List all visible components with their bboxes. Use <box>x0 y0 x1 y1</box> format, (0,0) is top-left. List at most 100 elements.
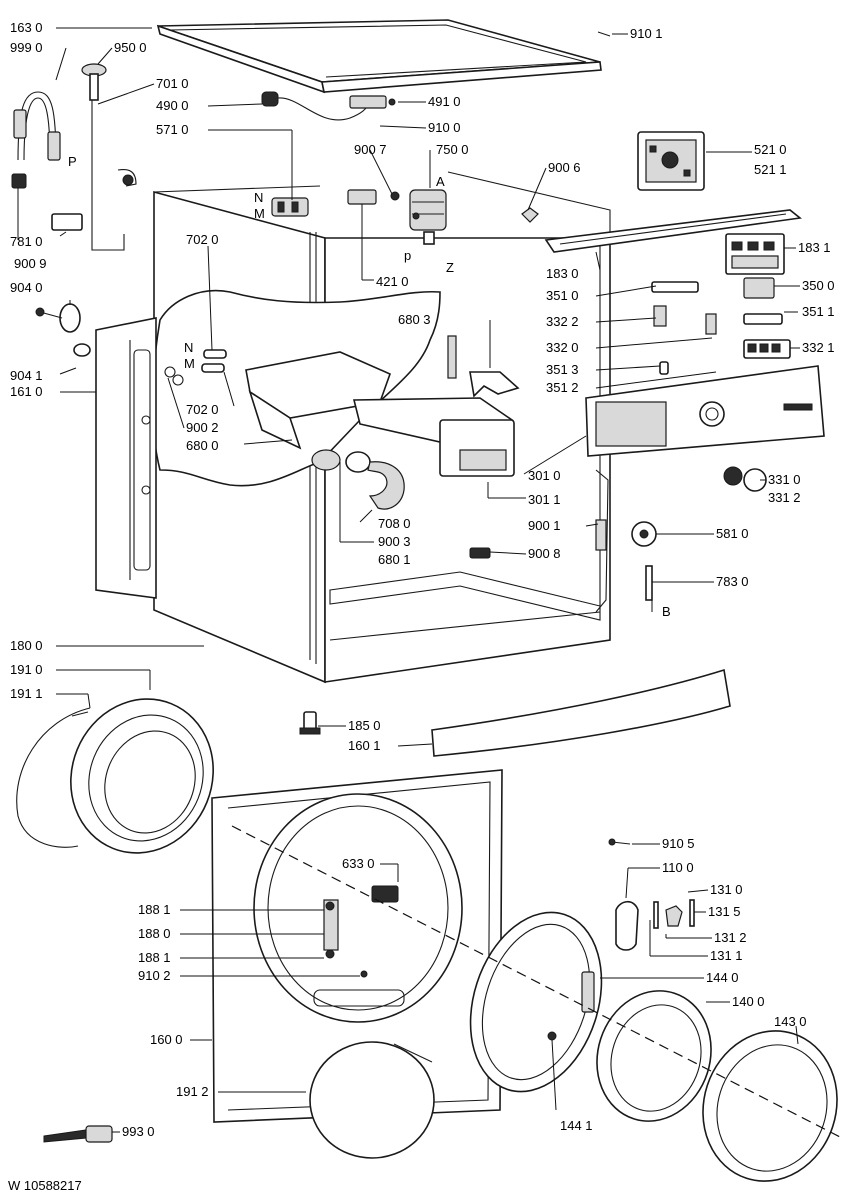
callout-633-0: 633 0 <box>342 856 375 871</box>
part-foot-185 <box>299 711 321 735</box>
part-front-panel <box>211 769 503 1123</box>
callout-160-1: 160 1 <box>348 738 381 753</box>
part-sensor-421 <box>347 189 400 205</box>
callout-332-1: 332 1 <box>802 340 835 355</box>
callout-680-1: 680 1 <box>378 552 411 567</box>
callout-332-0: 332 0 <box>546 340 579 355</box>
part-bottom-cover-191-2 <box>309 1041 435 1159</box>
part-valve-702 <box>201 349 227 373</box>
callout-301-1: 301 1 <box>528 492 561 507</box>
callout-521-0: 521 0 <box>754 142 787 157</box>
callout-904-1: 904 1 <box>10 368 43 383</box>
part-cap-904-1 <box>73 343 91 357</box>
callout-750-0: 750 0 <box>436 142 469 157</box>
callout-783-0: 783 0 <box>716 574 749 589</box>
part-door-gasket-191 <box>16 698 214 854</box>
part-clip-900-6 <box>521 207 539 223</box>
callout-191-2: 191 2 <box>176 1084 209 1099</box>
part-screw-910-5 <box>608 838 631 846</box>
part-plinth-160-1 <box>431 668 731 757</box>
callout-900-2: 900 2 <box>186 420 219 435</box>
assembly-axis <box>231 825 843 1139</box>
callout-351-3: 351 3 <box>546 362 579 377</box>
part-tool-993 <box>43 1125 113 1143</box>
callout-491-0: 491 0 <box>428 94 461 109</box>
part-clamp-900-9 <box>51 213 83 231</box>
callout-185-0: 185 0 <box>348 718 381 733</box>
part-module-521 <box>637 131 705 191</box>
callout-131-5: 131 5 <box>708 904 741 919</box>
part-filter-571 <box>271 197 309 217</box>
part-strip-351-1 <box>743 313 783 325</box>
part-tube-783 <box>645 565 653 601</box>
callout-680-0: 680 0 <box>186 438 219 453</box>
part-buttons-332-1 <box>743 339 791 359</box>
callout-910-5: 910 5 <box>662 836 695 851</box>
letter-p-upper: P <box>68 154 77 169</box>
part-top-lid <box>156 19 602 94</box>
callout-521-1: 521 1 <box>754 162 787 177</box>
part-siphon-680-3 <box>447 335 520 398</box>
callout-702-0-b: 702 0 <box>186 402 219 417</box>
part-door-frame-144 <box>469 911 603 1093</box>
part-control-panel-301-0 <box>585 365 825 457</box>
part-pump-750 <box>409 189 447 245</box>
callout-999-0: 999 0 <box>10 40 43 55</box>
callout-332-2: 332 2 <box>546 314 579 329</box>
letter-z: Z <box>446 260 454 275</box>
callout-910-0: 910 0 <box>428 120 461 135</box>
part-bracket-332 <box>653 305 717 335</box>
callout-188-0: 188 0 <box>138 926 171 941</box>
callout-180-0: 180 0 <box>10 638 43 653</box>
part-pressure-581 <box>631 521 657 547</box>
part-handle-110 <box>615 900 639 951</box>
callout-191-1: 191 1 <box>10 686 43 701</box>
letter-markers: P N M A p Z N M B <box>68 154 671 619</box>
callout-183-1: 183 1 <box>798 240 831 255</box>
leader-lines <box>17 27 800 1133</box>
letter-a: A <box>436 174 445 189</box>
callout-160-0: 160 0 <box>150 1032 183 1047</box>
part-hinge-131 <box>653 899 695 929</box>
part-screw-910-1 <box>597 31 611 37</box>
part-board-350 <box>743 277 775 299</box>
callout-571-0: 571 0 <box>156 122 189 137</box>
callout-910-2: 910 2 <box>138 968 171 983</box>
callout-331-0: 331 0 <box>768 472 801 487</box>
callout-490-0: 490 0 <box>156 98 189 113</box>
part-rail-183-0 <box>544 209 802 253</box>
letter-m-mid: M <box>184 356 195 371</box>
callout-900-3: 900 3 <box>378 534 411 549</box>
callout-301-0: 301 0 <box>528 468 561 483</box>
callout-144-0: 144 0 <box>706 970 739 985</box>
callout-702-0-a: 702 0 <box>186 232 219 247</box>
callout-144-1: 144 1 <box>560 1118 593 1133</box>
callout-351-1: 351 1 <box>802 304 835 319</box>
letter-n-top: N <box>254 190 263 205</box>
callout-163-0: 163 0 <box>10 20 43 35</box>
callout-188-1-b: 188 1 <box>138 950 171 965</box>
part-foot-904-0 <box>35 303 81 333</box>
callout-188-1-a: 188 1 <box>138 902 171 917</box>
callout-131-2: 131 2 <box>714 930 747 945</box>
callout-351-2: 351 2 <box>546 380 579 395</box>
callout-993-0: 993 0 <box>122 1124 155 1139</box>
callout-900-6: 900 6 <box>548 160 581 175</box>
part-knob-clip-351-3 <box>659 361 669 375</box>
part-springs-900-2 <box>164 366 184 386</box>
part-harness-900-1 <box>595 469 609 613</box>
callout-900-8: 900 8 <box>528 546 561 561</box>
callout-421-0: 421 0 <box>376 274 409 289</box>
callout-110-0: 110 0 <box>662 860 694 875</box>
callout-910-1: 910 1 <box>630 26 663 41</box>
callout-191-0: 191 0 <box>10 662 43 677</box>
callout-161-0: 161 0 <box>10 384 43 399</box>
document-number: W 10588217 <box>8 1178 82 1193</box>
part-door-glass-140 <box>596 990 712 1122</box>
part-hose-701 <box>91 100 137 251</box>
callout-680-3: 680 3 <box>398 312 431 327</box>
callout-708-0: 708 0 <box>378 516 411 531</box>
callout-183-0: 183 0 <box>546 266 579 281</box>
